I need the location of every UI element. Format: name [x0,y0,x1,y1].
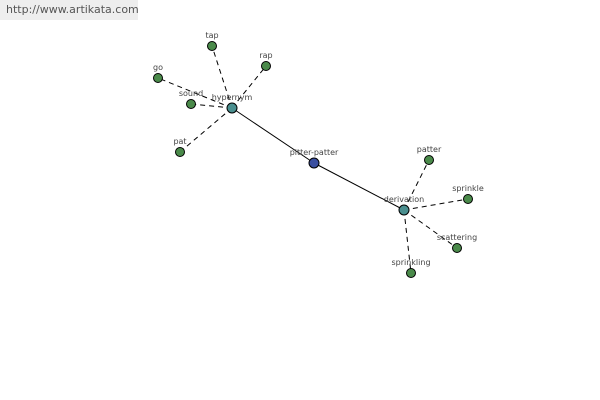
edge-derivation-sprinkle [403,198,469,211]
label-scattering: scattering [437,233,477,242]
node-sprinkling[interactable] [406,268,416,278]
label-hypernym: hypernym [212,93,253,102]
graph-edges [157,45,469,274]
edge-hypernym-tap [211,45,233,109]
edge-pitter-patter-hypernym [231,107,315,164]
label-patter: patter [417,145,442,154]
node-rap[interactable] [261,61,271,71]
node-hypernym[interactable] [226,102,238,114]
label-tap: tap [205,31,218,40]
label-go: go [153,63,163,72]
node-sound[interactable] [186,99,196,109]
edge-hypernym-go [157,77,233,109]
edge-derivation-scattering [403,209,458,249]
node-sprinkle[interactable] [463,194,473,204]
node-pat[interactable] [175,147,185,157]
label-sound: sound [179,89,203,98]
watermark-url: http://www.artikata.com [0,0,139,20]
node-scattering[interactable] [452,243,462,253]
node-derivation[interactable] [398,204,410,216]
node-go[interactable] [153,73,163,83]
label-sprinkle: sprinkle [452,184,484,193]
label-sprinkling: sprinkling [391,258,430,267]
node-pitter-patter[interactable] [308,157,320,169]
graph-labels: tap rap go sound pat hypernym patter sprinkle sc… [153,31,484,267]
edge-derivation-sprinkling [403,209,412,274]
label-derivation: derivation [384,195,424,204]
label-pitter-patter: pitter-patter [290,148,339,157]
label-rap: rap [259,51,272,60]
label-pat: pat [173,137,186,146]
edge-pitter-patter-derivation [313,162,405,211]
edge-hypernym-rap [231,65,267,109]
edge-derivation-patter [403,159,430,211]
edge-hypernym-sound [190,103,233,109]
edge-hypernym-pat [179,107,233,153]
node-patter[interactable] [424,155,434,165]
graph-nodes [153,41,473,278]
node-tap[interactable] [207,41,217,51]
